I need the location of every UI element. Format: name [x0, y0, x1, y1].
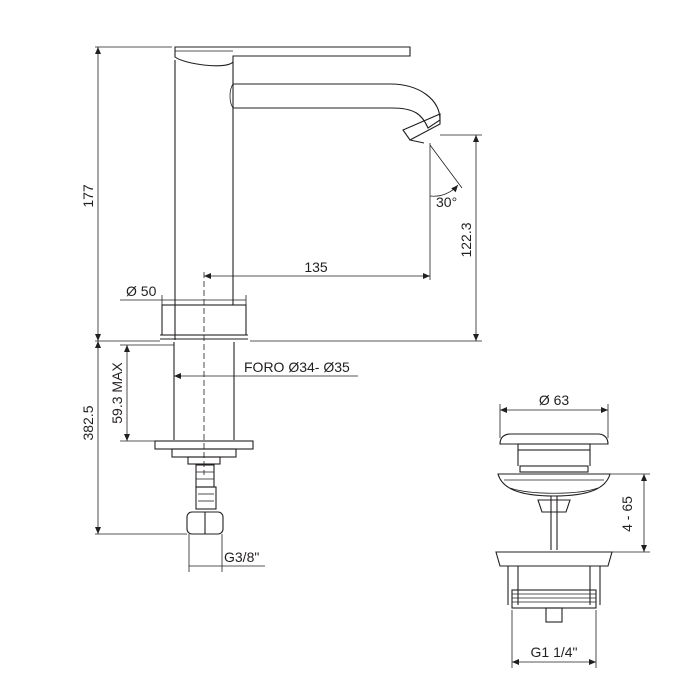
- drain-dim-lines: [499, 404, 650, 668]
- hole-size-label: FORO Ø34- Ø35: [244, 359, 350, 375]
- max-thickness-label: 59.3 MAX: [109, 362, 125, 424]
- flex-hose: [186, 464, 224, 535]
- drain-thread-label: G1 1/4": [531, 644, 578, 660]
- drain-diameter-label: Ø 63: [539, 392, 570, 408]
- faucet-body: [154, 46, 441, 535]
- spout-angle-label: 30°: [436, 194, 457, 210]
- spout: [233, 83, 441, 129]
- total-height-label: 177: [80, 184, 96, 208]
- lever-handle: [174, 46, 411, 67]
- spout-reach-label: 135: [304, 259, 328, 275]
- drain-range-label: 4 - 65: [619, 496, 635, 532]
- dim-lines: [95, 46, 482, 572]
- drain-assembly: [495, 433, 613, 623]
- base-diameter-label: Ø 50: [126, 283, 157, 299]
- spout-height-label: 122.3: [458, 222, 474, 257]
- connection-label: G3/8": [224, 549, 259, 565]
- drain-cap: [499, 433, 609, 445]
- hose-length-label: 382.5: [80, 405, 96, 440]
